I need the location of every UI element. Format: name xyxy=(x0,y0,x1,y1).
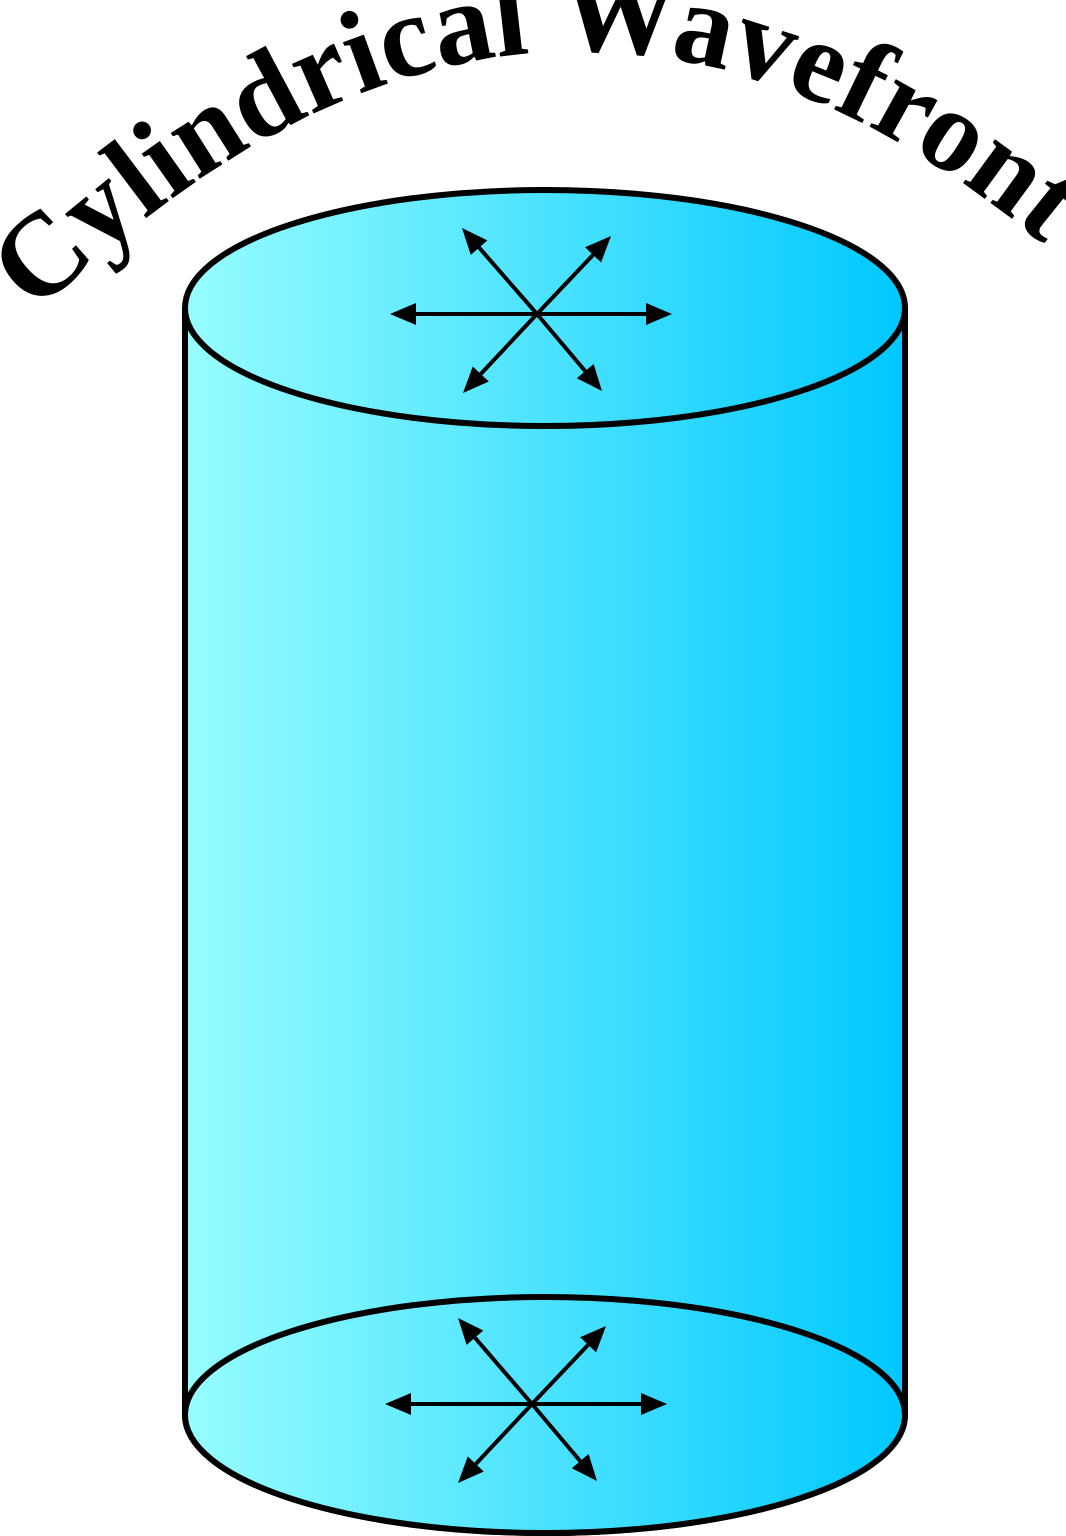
top-arrow-up-right-head xyxy=(585,236,611,263)
top-arrow-right-head xyxy=(646,303,672,325)
top-arrow-down-left-shaft xyxy=(479,312,539,376)
top-arrow-left xyxy=(390,303,537,325)
bottom-face-arrows xyxy=(385,1318,667,1483)
bottom-arrow-up-left-shaft xyxy=(473,1336,534,1406)
top-arrow-down-right-head xyxy=(576,364,602,391)
bottom-arrow-right xyxy=(532,1393,667,1415)
bottom-arrow-down-right xyxy=(530,1402,597,1481)
bottom-arrow-down-left-head xyxy=(458,1456,484,1483)
bottom-arrow-down-left xyxy=(458,1402,534,1483)
bottom-arrow-up-left xyxy=(458,1318,534,1406)
top-face-arrows xyxy=(390,228,672,393)
top-arrow-up-right-shaft xyxy=(535,253,595,316)
top-arrow-up-right xyxy=(535,236,611,316)
top-arrow-left-head xyxy=(390,303,416,325)
bottom-arrow-down-right-head xyxy=(571,1454,597,1481)
top-arrow-down-left xyxy=(463,312,539,393)
top-arrow-down-left-head xyxy=(463,366,489,393)
top-arrow-down-right-shaft xyxy=(535,312,587,373)
bottom-arrow-up-right xyxy=(530,1326,606,1406)
bottom-arrow-left-head xyxy=(385,1393,411,1415)
top-arrow-up-left xyxy=(462,228,539,316)
bottom-arrow-left xyxy=(385,1393,532,1415)
bottom-arrow-down-right-shaft xyxy=(530,1402,582,1463)
bottom-arrow-up-right-head xyxy=(580,1326,606,1353)
cylinder xyxy=(182,187,908,1536)
top-arrow-down-right xyxy=(535,312,602,391)
bottom-arrow-up-left-head xyxy=(458,1318,484,1345)
top-arrow-up-left-head xyxy=(462,228,488,255)
bottom-arrow-right-head xyxy=(641,1393,667,1415)
bottom-arrow-up-right-shaft xyxy=(530,1343,590,1406)
bottom-arrow-down-left-shaft xyxy=(474,1402,534,1466)
top-arrow-right xyxy=(537,303,672,325)
bottom-face-ellipse xyxy=(182,1294,908,1536)
top-arrow-up-left-shaft xyxy=(477,246,539,316)
